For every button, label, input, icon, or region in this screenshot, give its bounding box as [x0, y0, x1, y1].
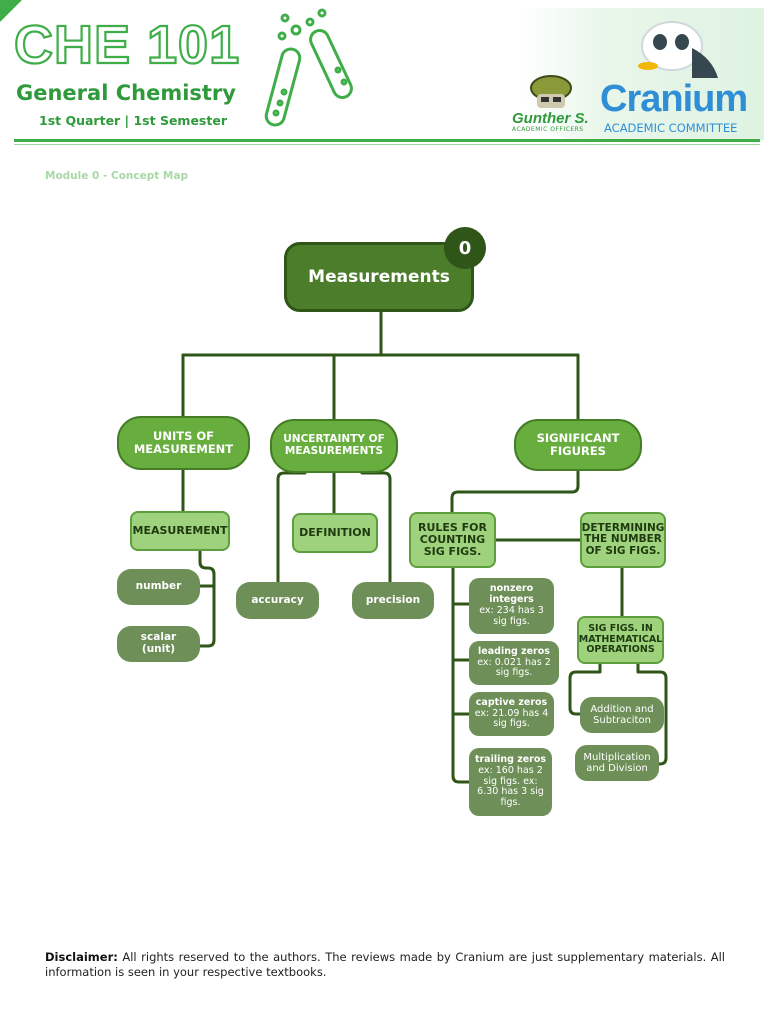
rule-nonzero-integers: nonzero integers ex: 234 has 3 sig figs. [469, 578, 554, 634]
course-code: CHE 101 [13, 15, 241, 75]
brand-name: Cranium [600, 78, 748, 120]
rule-captive-zeros: captive zeros ex: 21.09 has 4 sig figs. [469, 692, 554, 736]
rule-title: nonzero integers [489, 583, 534, 606]
rule-example: ex: 0.021 has 2 sig figs. [477, 656, 551, 679]
mascot-name: Gunther S. [512, 110, 589, 127]
mascot-subtitle: ACADEMIC OFFICERS [512, 126, 584, 133]
node-definition: DEFINITION [292, 513, 378, 553]
node-significant-figures: SIGNIFICANT FIGURES [514, 419, 642, 471]
brand-subtitle: ACADEMIC COMMITTEE [604, 121, 738, 135]
module-badge: 0 [444, 227, 486, 269]
disclaimer-text: All rights reserved to the authors. The … [45, 950, 725, 979]
mascot-soldier-icon [530, 75, 572, 108]
term-label: 1st Quarter | 1st Semester [39, 113, 227, 128]
node-measurement: MEASUREMENT [130, 511, 230, 551]
op-multiplication-division: Multiplication and Division [575, 745, 659, 781]
node-root: Measurements [284, 242, 474, 312]
rule-title: leading zeros [478, 645, 550, 657]
rule-leading-zeros: leading zeros ex: 0.021 has 2 sig figs. [469, 641, 559, 685]
disclaimer-label: Disclaimer: [45, 950, 118, 964]
corner-accent [0, 0, 22, 22]
mascot-skull-icon [638, 21, 718, 78]
connector-accuracy [276, 471, 307, 584]
connector-ops-mult [636, 662, 668, 766]
rule-title: trailing zeros [474, 753, 547, 765]
rule-example: ex: 234 has 3 sig figs. [479, 605, 544, 627]
connector-precision [360, 471, 392, 584]
connector-rules-list [451, 566, 471, 784]
leaf-scalar-unit: scalar (unit) [117, 626, 200, 662]
rule-title: captive zeros [475, 696, 548, 708]
rule-example: ex: 160 has 2 sig figs. ex: 6.30 has 3 s… [477, 764, 544, 809]
rule-example: ex: 21.09 has 4 sig figs. [474, 707, 549, 730]
node-units-of-measurement: UNITS OF MEASUREMENT [117, 416, 250, 470]
connector-rules-items [451, 602, 471, 716]
disclaimer: Disclaimer: All rights reserved to the a… [45, 950, 725, 980]
rule-trailing-zeros: trailing zeros ex: 160 has 2 sig figs. e… [469, 748, 552, 816]
module-label: Module 0 - Concept Map [45, 170, 188, 182]
test-tubes-icon [264, 8, 353, 127]
node-rules-counting: RULES FOR COUNTING SIG FIGS. [409, 512, 496, 568]
node-sigfigs-operations: SIG FIGS. IN MATHEMATICAL OPERATIONS [577, 616, 664, 664]
brand-banner [520, 8, 764, 140]
header-divider-thin [14, 144, 760, 145]
course-name: General Chemistry [16, 81, 236, 105]
leaf-accuracy: accuracy [236, 582, 319, 619]
leaf-precision: precision [352, 582, 434, 619]
node-determining-number: DETERMINING THE NUMBER OF SIG FIGS. [580, 512, 666, 568]
op-addition-subtraction: Addition and Subtraciton [580, 697, 664, 733]
node-uncertainty: UNCERTAINTY OF MEASUREMENTS [270, 419, 398, 473]
header-divider [14, 139, 760, 142]
connector-ops-add [568, 662, 602, 716]
leaf-number: number [117, 569, 200, 605]
connector-measurement-leaves [198, 549, 216, 648]
connector-sigfigs-rules [450, 469, 580, 514]
